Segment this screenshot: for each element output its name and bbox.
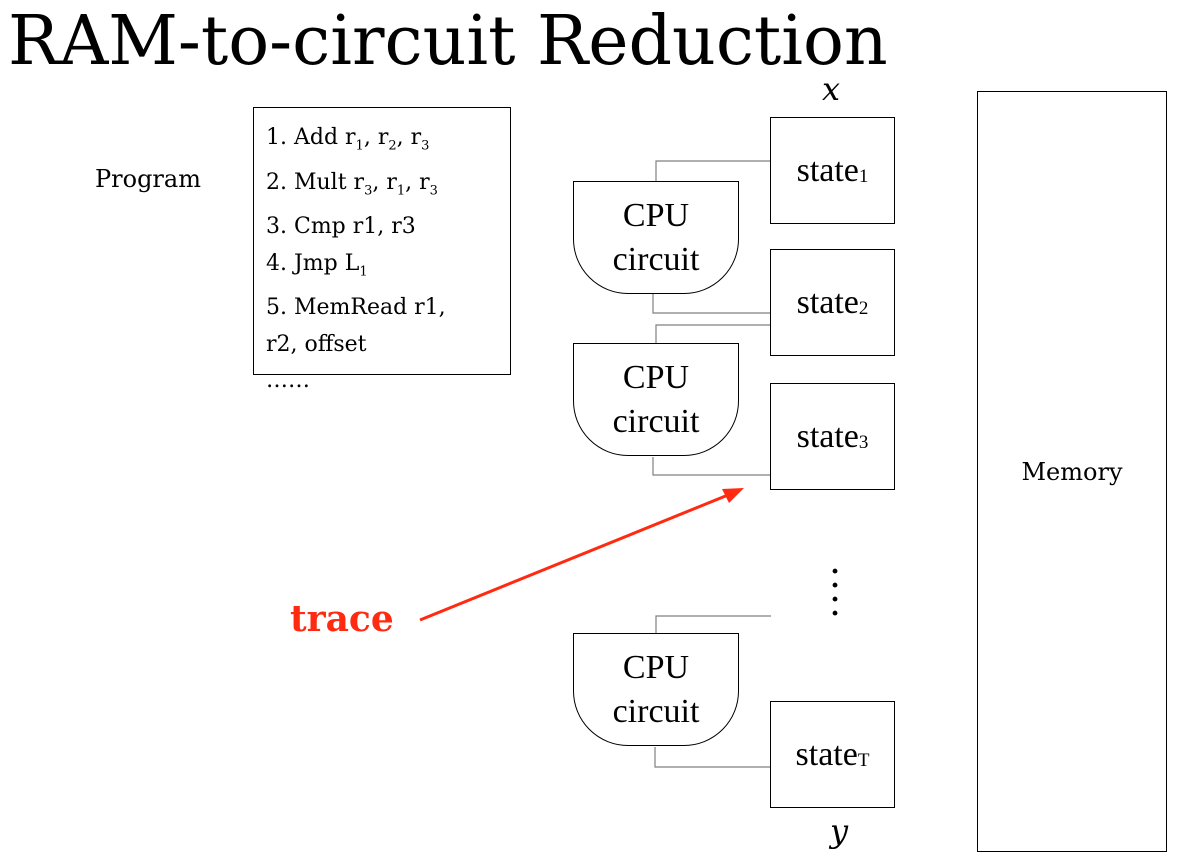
- program-line-5: 5. MemRead r1,: [266, 295, 446, 321]
- connector-dots-cpu3: [655, 615, 771, 634]
- vertical-ellipsis: ····: [830, 557, 840, 629]
- connector-cpu3-stateT: [654, 747, 771, 768]
- output-var-y: y: [830, 812, 849, 850]
- input-var-x: x: [822, 70, 841, 108]
- program-line-2: 2. Mult r3, r1, r3: [266, 169, 438, 199]
- connector-cpu2-state3: [652, 457, 771, 476]
- memory-label: Memory: [1021, 457, 1123, 486]
- trace-label: trace: [290, 598, 394, 640]
- trace-arrow-shaft: [419, 493, 729, 622]
- connector-cpu1-state2: [652, 294, 771, 314]
- slide-title: RAM-to-circuit Reduction: [8, 2, 888, 81]
- program-listing: 1. Add r1, r2, r3 2. Mult r3, r1, r3 3. …: [253, 107, 511, 393]
- program-label: Program: [95, 165, 201, 193]
- program-line-7: ……: [266, 367, 310, 393]
- connector-state2-cpu2: [655, 324, 771, 344]
- program-line-1: 1. Add r1, r2, r3: [266, 125, 430, 154]
- program-line-3: 3. Cmp r1, r3: [266, 214, 416, 240]
- trace-arrow-head: [722, 488, 744, 503]
- program-line-4: 4. Jmp L1: [266, 250, 368, 280]
- program-line-6: r2, offset: [266, 331, 367, 357]
- connector-state1-cpu1: [655, 160, 771, 182]
- memory-box: Memory: [977, 91, 1167, 852]
